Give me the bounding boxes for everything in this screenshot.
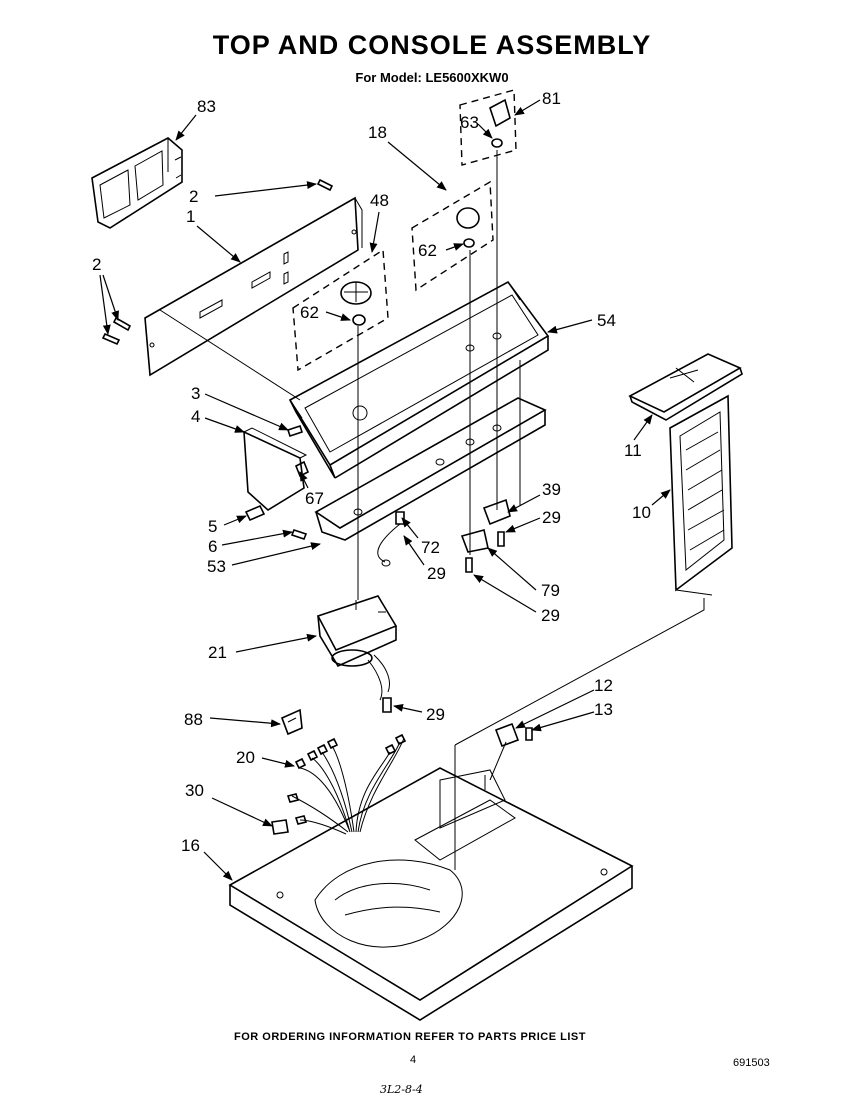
part-54-console [288,280,550,479]
callout-6: 6 [208,537,217,556]
screw-29-lower [382,697,392,713]
callout-79: 79 [541,581,560,600]
leader-lines [99,99,671,881]
callout-16: 16 [181,836,200,855]
part-48-timer-box [292,248,389,372]
callout-53: 53 [207,557,226,576]
callout-18: 18 [368,123,387,142]
callout-29c: 29 [541,606,560,625]
callout-62a: 62 [300,303,319,322]
callout-48: 48 [370,191,389,210]
part-88-clip [280,708,303,736]
part-20-wire-harness [286,733,407,835]
callout-81: 81 [542,89,561,108]
document-number: 691503 [733,1057,770,1069]
part-10-lint-screen [669,394,733,596]
callout-labels: 83 81 63 18 2 48 1 2 62 62 54 3 4 11 67 … [92,89,651,855]
callout-21: 21 [208,643,227,662]
callout-11: 11 [624,441,642,460]
callout-2a: 2 [189,187,198,206]
callout-30: 30 [185,781,204,800]
part-18-knob-box [411,180,494,292]
assembly-lines [159,150,705,781]
callout-29a: 29 [542,508,561,527]
handwritten-note: 3L2-8-4 [380,1083,423,1096]
callout-20: 20 [236,748,255,767]
callout-12: 12 [594,676,613,695]
page-title: TOP AND CONSOLE ASSEMBLY [212,30,652,60]
part-21-motor [316,595,398,701]
model-subtitle: For Model: LE5600XKW0 [355,70,509,85]
part-11-lint-cover [628,353,743,421]
page-number: 4 [410,1054,417,1066]
callout-63: 63 [460,113,479,132]
part-83-panel [91,137,183,229]
callout-39: 39 [542,480,561,499]
callout-62b: 62 [418,241,437,260]
part-30-nut [271,819,289,835]
callout-3: 3 [191,384,200,403]
screw-2-group [101,178,334,346]
callout-29b: 29 [427,564,446,583]
callout-10: 10 [632,503,651,522]
part-1-console-panel [144,196,363,377]
part-4-bracket [243,424,310,511]
callout-13: 13 [594,700,613,719]
callout-2b: 2 [92,255,101,274]
callout-4: 4 [191,407,200,426]
part-81-switch-box [459,89,517,166]
callout-1: 1 [186,207,195,226]
parts-12-13 [494,722,533,748]
callout-72: 72 [421,538,440,557]
ordering-note: FOR ORDERING INFORMATION REFER TO PARTS … [234,1031,586,1043]
part-16-top-panel [228,745,634,1021]
callout-67: 67 [305,489,324,508]
callout-54: 54 [597,311,616,330]
callout-83: 83 [197,97,216,116]
callout-29d: 29 [426,705,445,724]
callout-5: 5 [208,517,217,536]
callout-88: 88 [184,710,203,729]
